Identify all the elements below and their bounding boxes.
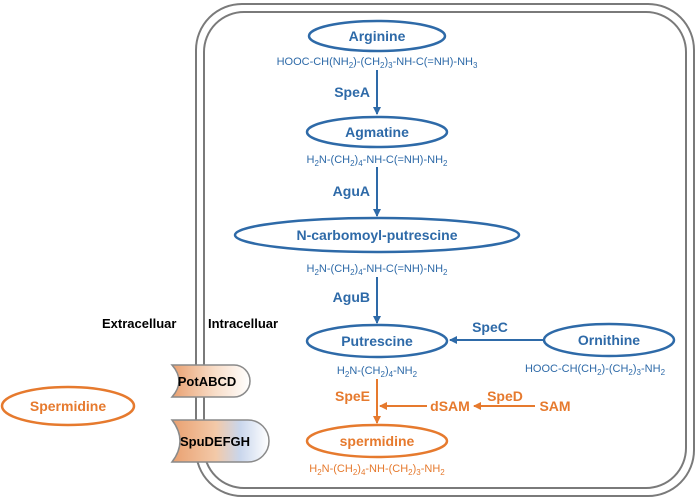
label-ornithine: Ornithine [578, 332, 640, 348]
formula-part: 2 [380, 61, 385, 70]
formula-part: 2 [353, 468, 358, 477]
formula-ornithine: HOOC-CH(CH2)-(CH2)3-NH2 [525, 363, 666, 377]
formula-part: 2 [597, 368, 602, 377]
formula-part: 2 [661, 368, 666, 377]
formula-part: HOOC-CH(CH [525, 363, 597, 375]
enzyme-agua: AguA [333, 183, 370, 199]
formula-part: 2 [628, 368, 633, 377]
formula-part: HOOC-CH(NH [277, 56, 349, 68]
node-spermidine-in [305, 423, 449, 459]
extracellular-label: Extracelluar [102, 316, 176, 331]
node-putrescine [305, 323, 449, 359]
formula-part: 3 [637, 368, 642, 377]
formula-part: N-(CH [319, 154, 350, 166]
label-dsam: dSAM [430, 398, 470, 414]
formula-part: H [309, 463, 317, 475]
label-putrescine: Putrescine [341, 333, 413, 349]
transporter-potabcd [170, 364, 251, 398]
formula-part: 4 [389, 370, 394, 379]
node-ncarb [233, 216, 521, 254]
label-arginine: Arginine [349, 28, 406, 44]
formula-part: 4 [358, 268, 363, 277]
intracellular-label: Intracelluar [208, 316, 278, 331]
formula-part: 2 [413, 370, 418, 379]
formula-part: 2 [349, 61, 354, 70]
formula-part: 2 [345, 370, 350, 379]
formula-part: 4 [358, 159, 363, 168]
formula-part: )-(CH [353, 56, 380, 68]
formula-part: )-(CH [602, 363, 629, 375]
label-ncarb: N-carbomoyl-putrescine [296, 227, 457, 243]
formula-part: -NH [641, 363, 661, 375]
formula-part: 2 [317, 468, 322, 477]
formula-part: 2 [443, 268, 448, 277]
node-spermidine-out [0, 385, 136, 427]
formula-part: 2 [350, 268, 355, 277]
formula-part: 3 [416, 468, 421, 477]
formula-part: 2 [440, 468, 445, 477]
formula-part: -NH-C(=NH)-NH [393, 56, 473, 68]
node-agmatine [305, 115, 449, 149]
label-sam: SAM [539, 398, 570, 414]
formula-part: 2 [314, 268, 319, 277]
formula-part: ) [385, 365, 389, 377]
formula-part: N-(CH [322, 463, 353, 475]
formula-part: N-(CH [319, 263, 350, 275]
formula-part: 2 [408, 468, 413, 477]
transporter-potabcd-label: PotABCD [178, 374, 237, 389]
node-ornithine [542, 322, 676, 358]
cell-envelope-outer [195, 3, 695, 497]
formula-ncarb: H2N-(CH2)4-NH-C(=NH)-NH2 [307, 263, 449, 277]
label-spermidine-out: Spermidine [30, 398, 106, 414]
enzyme-spee: SpeE [335, 388, 370, 404]
node-arginine [307, 19, 447, 53]
formula-part: ) [384, 56, 388, 68]
formula-part: ) [357, 463, 361, 475]
formula-part: H [307, 154, 315, 166]
label-agmatine: Agmatine [345, 124, 409, 140]
formula-part: 2 [443, 159, 448, 168]
formula-part: -NH-(CH [365, 463, 408, 475]
enzyme-spea: SpeA [334, 84, 370, 100]
formula-part: H [337, 365, 345, 377]
enzyme-spec: SpeC [472, 319, 508, 335]
enzyme-agub: AguB [333, 289, 370, 305]
formula-part: ) [355, 263, 359, 275]
formula-part: N-(CH [349, 365, 380, 377]
formula-part: ) [413, 463, 417, 475]
cell-envelope-inner [203, 11, 687, 489]
formula-part: -NH [393, 365, 413, 377]
formula-part: -NH-C(=NH)-NH [363, 154, 443, 166]
formula-part: 4 [361, 468, 366, 477]
enzyme-sped: SpeD [487, 388, 523, 404]
formula-part: ) [633, 363, 637, 375]
formula-part: -NH [421, 463, 441, 475]
formula-part: 2 [380, 370, 385, 379]
formula-part: 3 [388, 61, 393, 70]
transporter-spudefgh-label: SpuDEFGH [180, 434, 250, 449]
formula-part: 2 [350, 159, 355, 168]
formula-arginine: HOOC-CH(NH2)-(CH2)3-NH-C(=NH)-NH3 [277, 56, 478, 70]
formula-part: 3 [473, 61, 478, 70]
formula-part: H [307, 263, 315, 275]
transporter-spudefgh [170, 419, 270, 463]
formula-agmatine: H2N-(CH2)4-NH-C(=NH)-NH2 [307, 154, 449, 168]
label-spermidine-in: spermidine [340, 433, 415, 449]
formula-part: -NH-C(=NH)-NH [363, 263, 443, 275]
formula-spermidine: H2N-(CH2)4-NH-(CH2)3-NH2 [309, 463, 445, 477]
formula-part: ) [355, 154, 359, 166]
formula-part: 2 [314, 159, 319, 168]
formula-putrescine: H2N-(CH2)4-NH2 [337, 365, 418, 379]
